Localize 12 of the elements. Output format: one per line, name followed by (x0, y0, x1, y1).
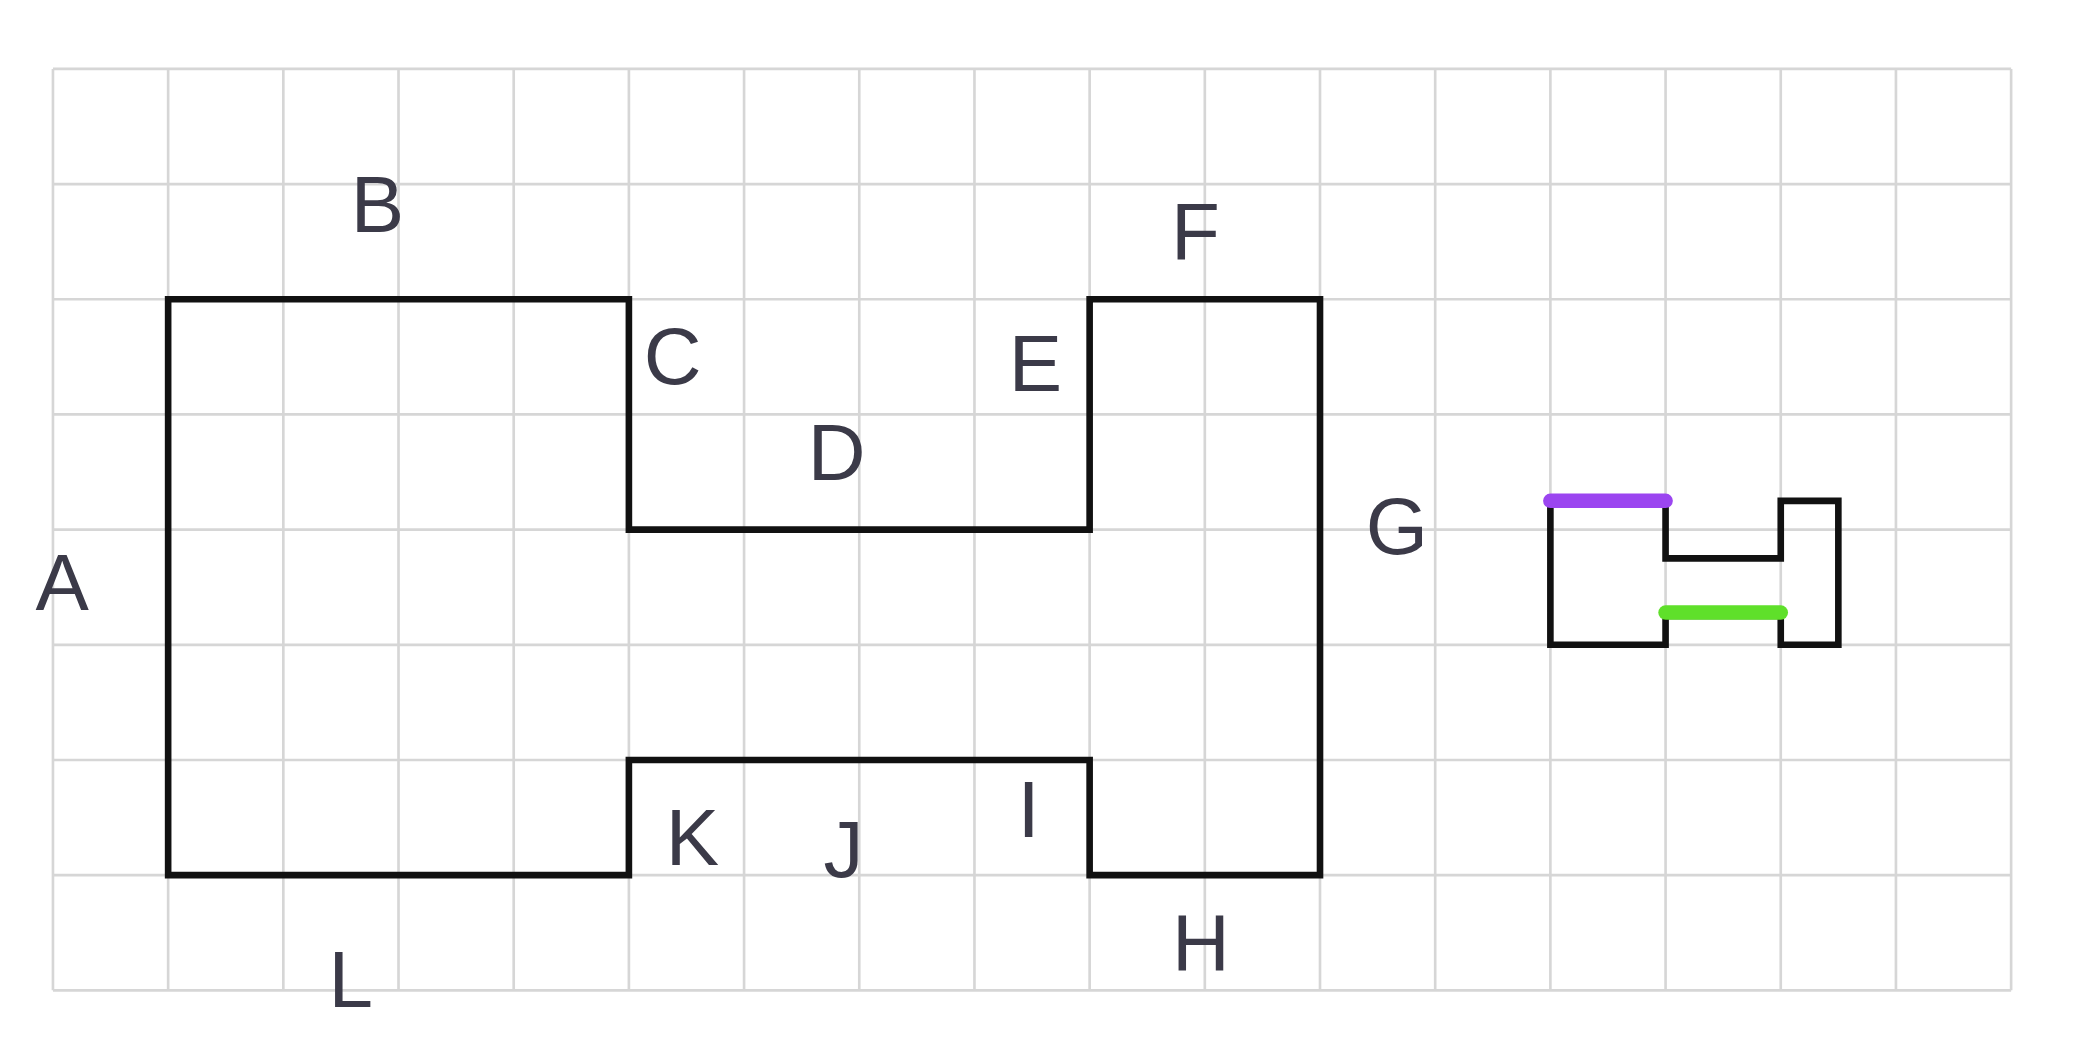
vertex-letter: G (1365, 486, 1428, 567)
vertex-letter: C (643, 317, 702, 398)
vertex-letter: D (807, 412, 866, 493)
vertex-letter: E (1008, 324, 1062, 405)
vertex-letter: A (35, 542, 89, 623)
vertex-letter: J (823, 810, 864, 890)
vertex-letter: H (1171, 902, 1230, 983)
vertex-letter: B (350, 165, 404, 246)
vertex-letter: F (1171, 191, 1220, 272)
vertex-letter: L (328, 939, 374, 1020)
vertex-letter: K (665, 798, 720, 879)
vertex-letter: I (1017, 770, 1040, 851)
